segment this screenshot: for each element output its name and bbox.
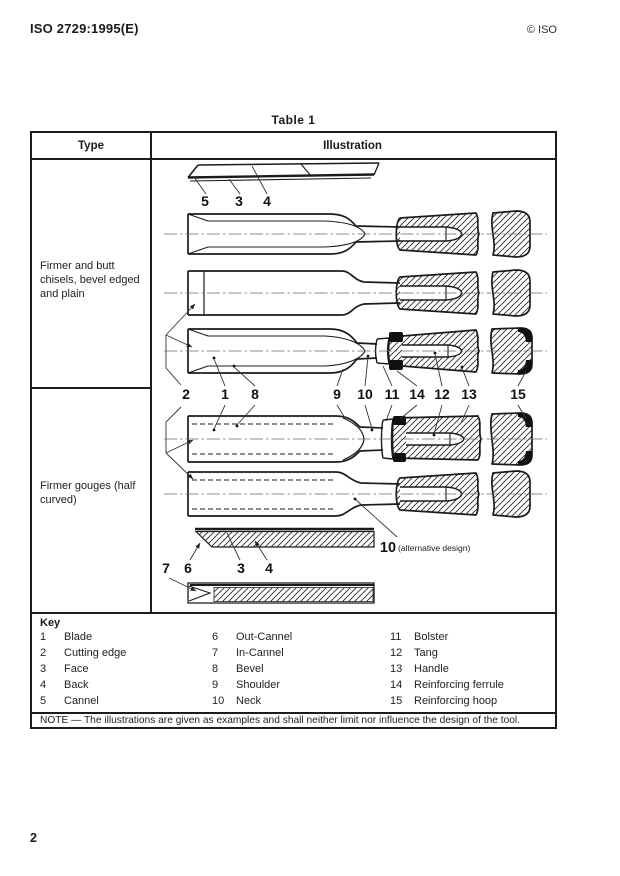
type-cell-gouges: Firmer gouges (half curved): [40, 480, 136, 506]
label-face-top: 3: [235, 193, 243, 209]
label-out-cannel: 6: [184, 560, 192, 576]
label-handle: 13: [461, 386, 477, 402]
part-leader-lines: [165, 303, 527, 538]
type-row-divider: [32, 387, 150, 389]
hoop-mark: [518, 413, 532, 427]
label-in-cannel: 7: [162, 560, 170, 576]
header-divider: [32, 158, 555, 160]
label-bolster: 11: [385, 386, 400, 402]
copyright-notice: © ISO: [526, 24, 557, 36]
label-cannel: 5: [201, 193, 209, 209]
column-header-type: Type: [78, 139, 104, 152]
hoop-mark: [518, 360, 532, 374]
note-divider: [32, 712, 555, 714]
hoop-mark: [518, 328, 532, 342]
label-neck: 10: [357, 386, 373, 402]
table-1: Type Illustration Firmer and butt chisel…: [30, 131, 557, 729]
label-back-bottom: 4: [265, 560, 273, 576]
key-title: Key: [40, 617, 61, 629]
type-cell-chisels: Firmer and butt chisels, bevel edged and…: [40, 260, 140, 300]
section-out-cannel: [194, 527, 375, 548]
label-neck-alternative: 10: [380, 540, 396, 556]
label-face-bottom: 3: [237, 560, 245, 576]
section-leader-lines: [168, 532, 268, 592]
column-divider: [150, 133, 152, 612]
top-section-leader-lines: [193, 165, 268, 195]
ferrule-mark: [393, 416, 406, 425]
ferrule-mark: [393, 453, 406, 462]
label-cutting-edge: 2: [182, 386, 190, 402]
ferrule-mark: [389, 360, 403, 370]
label-alternative-design: (alternative design): [398, 543, 470, 553]
label-tang: 12: [434, 386, 450, 402]
key-divider: [32, 612, 555, 614]
column-header-illustration: Illustration: [323, 139, 382, 152]
label-ferrule: 14: [409, 386, 425, 402]
label-bevel: 8: [251, 386, 259, 402]
leader-dots: [212, 351, 464, 501]
label-shoulder: 9: [333, 386, 341, 402]
label-hoop: 15: [510, 386, 526, 402]
tool-illustrations: 5 3 4: [162, 162, 547, 604]
table-title: Table 1: [271, 113, 316, 127]
ferrule-mark: [389, 332, 403, 342]
doc-reference: ISO 2729:1995(E): [30, 21, 139, 36]
table-note: NOTE — The illustrations are given as ex…: [40, 715, 521, 726]
hoop-mark: [518, 451, 532, 465]
section-in-cannel: [187, 582, 375, 604]
page-number: 2: [30, 831, 37, 845]
label-back-top: 4: [263, 193, 271, 209]
blade-section-top: [187, 162, 380, 182]
label-blade: 1: [221, 386, 229, 402]
centerlines: [164, 233, 547, 495]
